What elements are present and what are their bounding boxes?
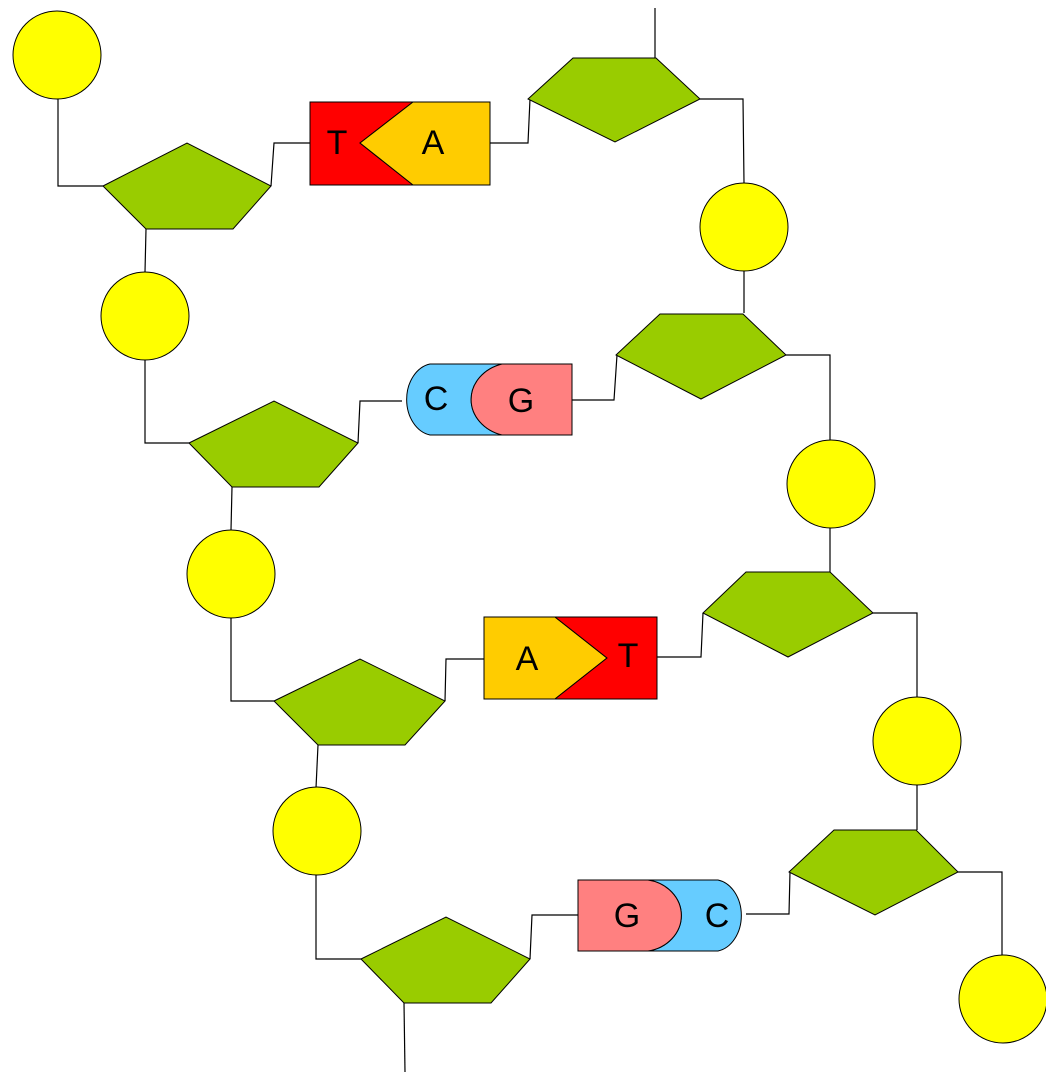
right-sugar-base-link-2 xyxy=(572,354,618,401)
right-sugar-1 xyxy=(527,57,701,143)
left-sugar-4 xyxy=(360,916,531,1004)
base-label-right-3: T xyxy=(618,637,639,675)
left-bond-3 xyxy=(144,360,189,444)
base-guanine-2 xyxy=(470,363,573,436)
right-bond-1 xyxy=(700,98,745,184)
base-adenine-1 xyxy=(359,101,491,186)
left-sugar-2 xyxy=(188,400,359,488)
right-sugar-3 xyxy=(702,571,874,658)
base-label-right-4: C xyxy=(705,897,730,935)
right-sugar-base-link-4 xyxy=(746,871,791,915)
left-sugar-base-link-2 xyxy=(357,400,402,444)
left-bond-6 xyxy=(315,744,319,789)
right-sugar-4 xyxy=(788,829,959,916)
right-phosphate-2 xyxy=(786,439,876,529)
left-bond-7 xyxy=(315,875,361,960)
base-label-right-1: A xyxy=(422,124,445,162)
right-sugar-base-link-3 xyxy=(657,612,704,658)
left-phosphate-1 xyxy=(12,10,102,100)
base-label-left-4: G xyxy=(614,897,640,935)
left-sugar-base-link-3 xyxy=(444,658,484,702)
base-thymine-3 xyxy=(553,616,658,700)
right-phosphate-1 xyxy=(699,182,789,272)
base-pair-3: A T xyxy=(483,616,658,700)
right-phosphate-3 xyxy=(872,696,962,786)
left-backbone xyxy=(12,10,578,1073)
base-label-left-3: A xyxy=(516,640,539,678)
left-sugar-base-link-4 xyxy=(529,914,578,960)
right-sugar-base-link-1 xyxy=(490,98,531,144)
base-label-right-2: G xyxy=(508,382,534,420)
right-bond-7 xyxy=(958,871,1003,956)
right-bond-5 xyxy=(873,612,918,697)
right-sugar-2 xyxy=(615,313,787,400)
right-phosphate-4 xyxy=(958,954,1046,1044)
base-pair-4: G C xyxy=(577,879,742,952)
right-bond-3 xyxy=(786,354,831,440)
left-phosphate-4 xyxy=(272,786,362,876)
left-sugar-3 xyxy=(273,658,446,746)
base-label-left-1: T xyxy=(327,124,348,162)
left-phosphate-2 xyxy=(100,271,190,361)
left-bond-5 xyxy=(230,618,274,702)
left-sugar-1 xyxy=(102,142,272,230)
left-bond-2 xyxy=(144,228,147,273)
left-sugar-base-link-1 xyxy=(270,142,310,187)
left-strand-end xyxy=(403,1002,406,1073)
base-pair-2: C G xyxy=(406,363,573,436)
right-backbone xyxy=(490,8,1046,1044)
base-pair-1: T A xyxy=(309,101,491,186)
left-phosphate-3 xyxy=(186,529,276,619)
base-guanine-4 xyxy=(577,879,682,952)
base-label-left-2: C xyxy=(424,380,449,418)
left-bond-1 xyxy=(57,98,103,187)
left-bond-4 xyxy=(230,486,233,531)
